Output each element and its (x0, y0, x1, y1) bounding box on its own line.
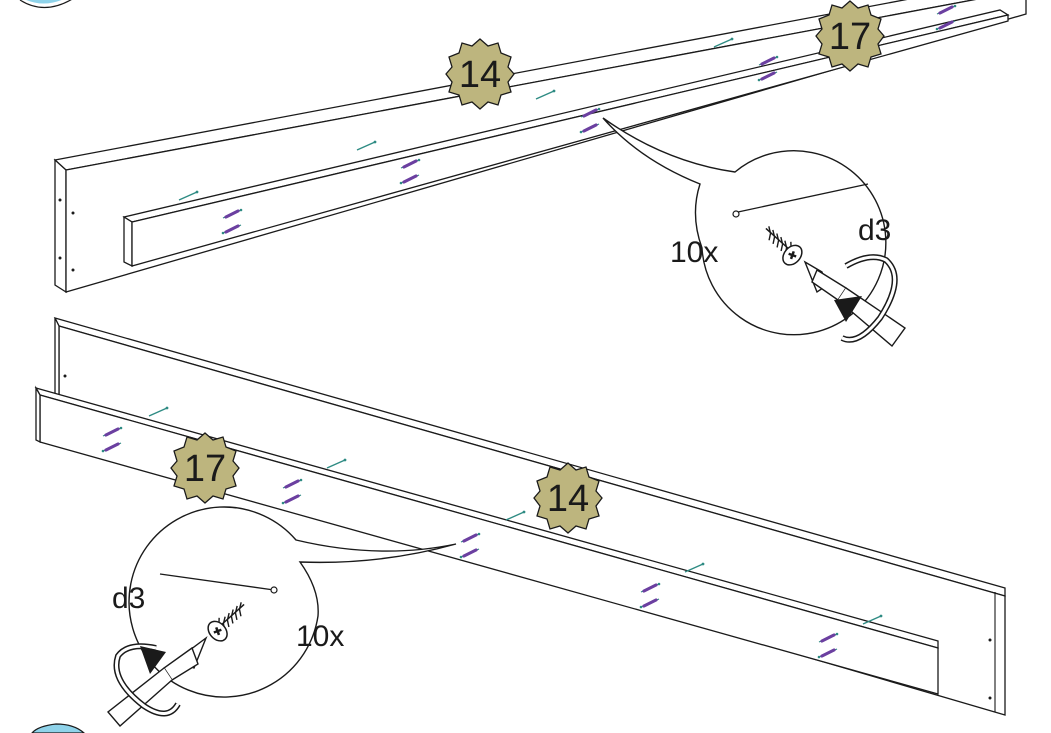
bottom-panel-17 (34, 385, 939, 695)
rotation-arrow-icon (113, 643, 181, 717)
badge-label: 14 (459, 54, 501, 96)
badge-part-17-bottom: 17 (170, 432, 240, 504)
top-panel-holes (58, 198, 75, 272)
badge-part-14-top: 14 (445, 38, 515, 110)
bottom-panel-holes (63, 374, 992, 700)
tool-label: d3 (858, 214, 891, 247)
badge-part-17-top: 17 (815, 0, 885, 72)
badge-part-14-bottom: 14 (533, 462, 603, 534)
tool-label: d3 (112, 582, 145, 615)
badge-label: 17 (829, 16, 871, 58)
quantity-label: 10x (296, 620, 344, 653)
quantity-label: 10x (670, 236, 718, 269)
screwdriver-icon (106, 635, 208, 727)
detail-callout-top: 10x d3 (602, 117, 906, 348)
top-panel-17 (122, 9, 1010, 268)
rotation-arrow-icon (834, 254, 898, 343)
detail-callout-bottom: d3 10x (106, 506, 457, 727)
step-circle-bottom (31, 723, 85, 733)
badge-label: 17 (184, 448, 226, 490)
badge-label: 14 (547, 478, 589, 520)
step-circle-top (19, 0, 72, 9)
